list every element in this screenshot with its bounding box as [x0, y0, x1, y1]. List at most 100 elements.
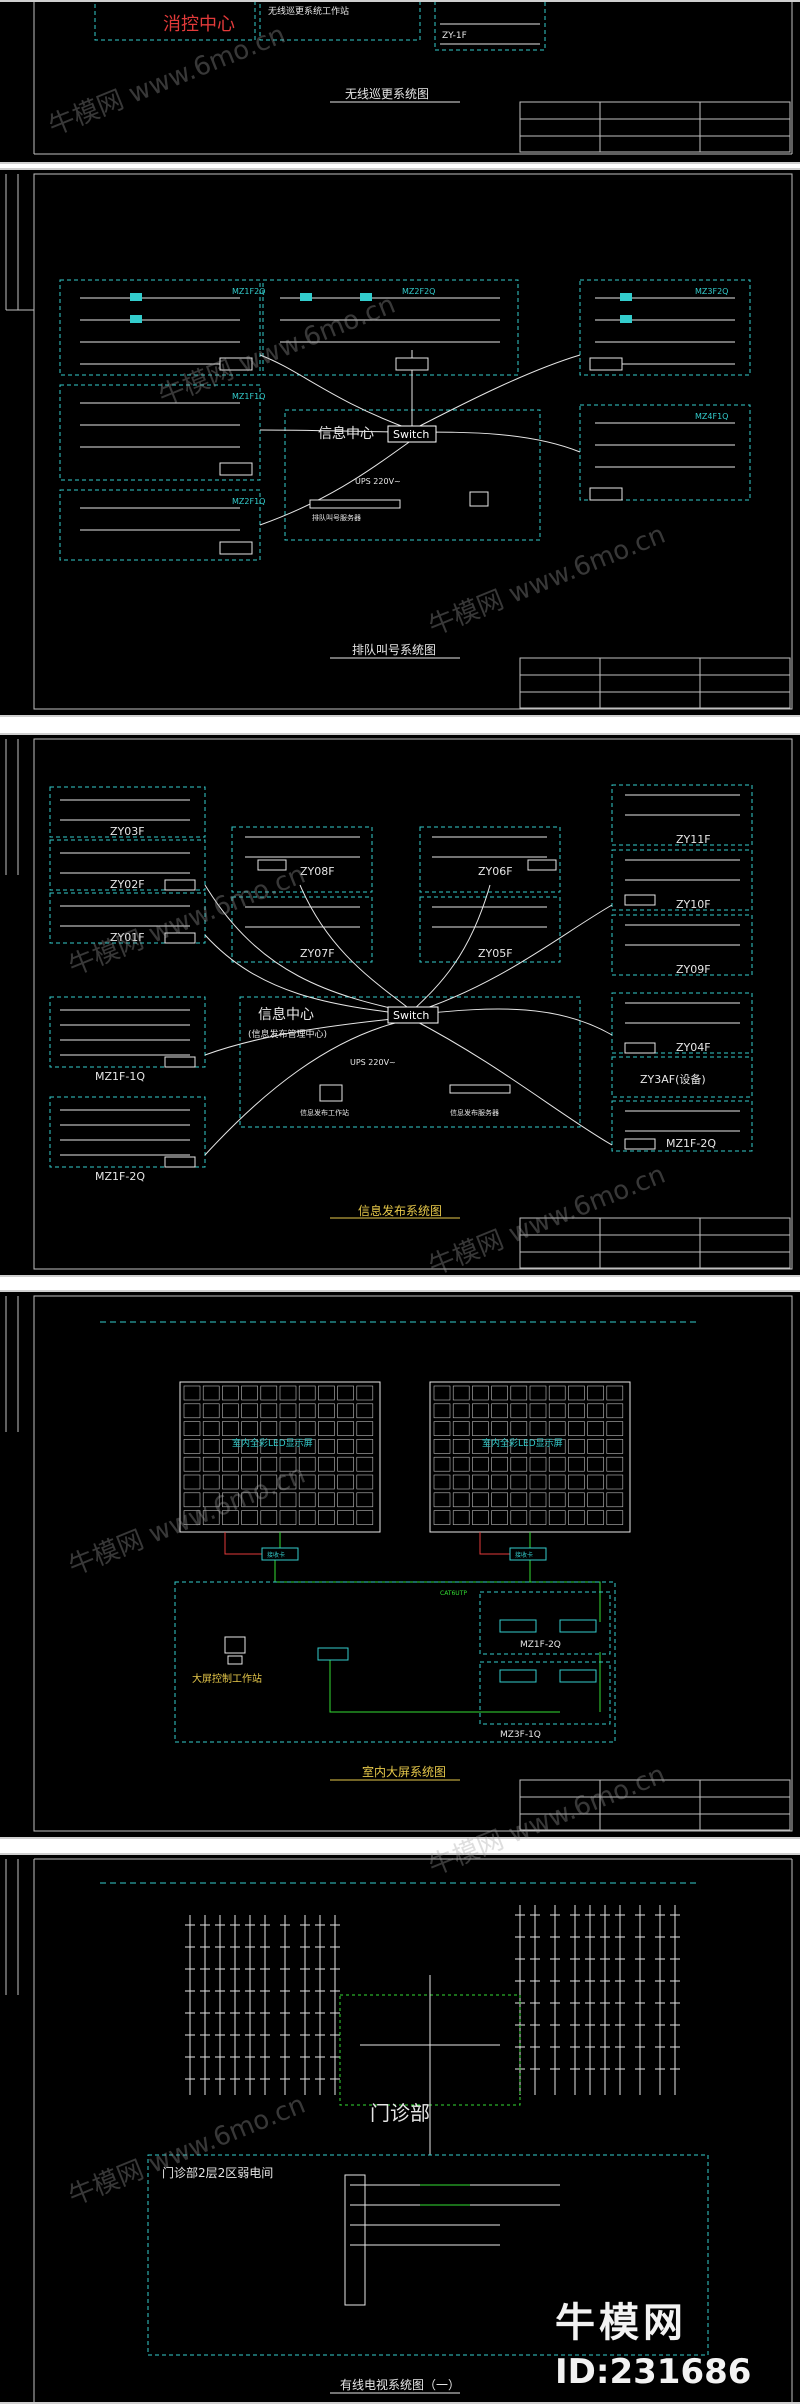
led-cell — [260, 1474, 278, 1490]
led-cell — [356, 1474, 374, 1490]
led-cell — [606, 1403, 624, 1419]
info-ups-label: UPS 220V~ — [350, 1058, 396, 1067]
led-cell — [548, 1492, 566, 1508]
led-cell — [548, 1403, 566, 1419]
led-cell — [568, 1439, 585, 1454]
led-screen-right-label: 室内全彩LED显示屏 — [482, 1437, 563, 1449]
tv-dept-label: 门诊部 — [370, 2101, 430, 2125]
led-cell — [183, 1456, 201, 1472]
led-cell — [529, 1439, 547, 1454]
led-cell — [472, 1474, 489, 1490]
led-cell — [318, 1385, 335, 1401]
led-cell — [568, 1474, 585, 1490]
tv-zone-label: 门诊部2层2区弱电间 — [162, 2165, 273, 2180]
sheet-patrol-system: 消控中心 无线巡更系统工作站 ZY-1F 无线巡更系统图 — [0, 0, 800, 164]
led-cell — [452, 1439, 470, 1454]
queue-floor-label: MZ3F2Q — [695, 287, 728, 296]
led-cell — [260, 1510, 278, 1525]
led-cell — [548, 1474, 566, 1490]
led-cell — [568, 1456, 585, 1472]
led-cell — [529, 1385, 547, 1401]
led-cell — [183, 1439, 201, 1454]
led-cell — [241, 1403, 258, 1419]
info-floor-label: ZY03F — [110, 825, 145, 838]
led-cell — [452, 1385, 470, 1401]
led-cell — [279, 1474, 297, 1490]
brand-name: 牛模网 — [555, 2300, 687, 2346]
patrol-side-label: ZY-1F — [442, 31, 467, 41]
led-cell — [510, 1456, 528, 1472]
patrol-workstation-label: 无线巡更系统工作站 — [268, 5, 349, 17]
led-cell — [298, 1403, 316, 1419]
brand-logo: 牛模网 ID:231686 — [555, 2290, 751, 2392]
info-floor-label: ZY11F — [676, 833, 711, 846]
led-cell — [260, 1421, 278, 1436]
led-cell — [298, 1456, 316, 1472]
led-cell — [279, 1439, 297, 1454]
info-release-diagram: ZY03F ZY02F ZY01F MZ1F-1Q MZ1F-2Q ZY08F … — [5, 738, 793, 1270]
led-cell — [472, 1439, 489, 1454]
led-cell — [241, 1421, 258, 1436]
sheet-queue-system: MZ1F2Q MZ2F2Q MZ3F2Q MZ1F1Q MZ4F1Q MZ2F1… — [0, 168, 800, 717]
led-cell — [529, 1456, 547, 1472]
led-cell — [606, 1385, 624, 1401]
led-cell — [222, 1510, 239, 1525]
led-cell — [298, 1421, 316, 1436]
led-cell — [241, 1439, 258, 1454]
led-cell — [318, 1421, 335, 1436]
led-cell — [202, 1439, 220, 1454]
info-floor-label: ZY02F — [110, 878, 145, 891]
led-cell — [241, 1456, 258, 1472]
led-cell — [472, 1403, 489, 1419]
queue-floor-label: MZ4F1Q — [695, 412, 728, 421]
led-cell — [587, 1403, 604, 1419]
led-cell — [510, 1510, 528, 1525]
led-cell — [606, 1439, 624, 1454]
led-cell — [356, 1492, 374, 1508]
led-cell — [202, 1492, 220, 1508]
led-cell — [337, 1510, 354, 1525]
led-box2-label: MZ3F-1Q — [500, 1730, 541, 1740]
led-cell — [241, 1385, 258, 1401]
led-cell — [606, 1492, 624, 1508]
patrol-center-label: 消控中心 — [163, 14, 235, 35]
led-cell — [222, 1474, 239, 1490]
led-cell — [587, 1421, 604, 1436]
led-cell — [510, 1474, 528, 1490]
led-cell — [318, 1492, 335, 1508]
led-title: 室内大屏系统图 — [362, 1764, 446, 1779]
led-cell — [202, 1456, 220, 1472]
led-cell — [318, 1403, 335, 1419]
info-switch-label: Switch — [393, 1009, 429, 1022]
led-cell — [510, 1439, 528, 1454]
queue-floor-label: MZ2F1Q — [232, 497, 265, 506]
led-cell — [337, 1456, 354, 1472]
led-cell — [222, 1403, 239, 1419]
led-cell — [452, 1403, 470, 1419]
led-cell — [260, 1492, 278, 1508]
led-cell — [491, 1456, 508, 1472]
led-cell — [183, 1385, 201, 1401]
led-cell — [529, 1510, 547, 1525]
led-cell — [222, 1421, 239, 1436]
info-floor-label: ZY08F — [300, 865, 335, 878]
led-cell — [568, 1492, 585, 1508]
sheet-cable-tv-system: 门诊部 门诊部2层2区弱电间 有线电视系统图（一） — [0, 1853, 800, 2404]
led-cell — [433, 1421, 451, 1436]
led-cell — [529, 1421, 547, 1436]
tv-title: 有线电视系统图（一） — [340, 2377, 460, 2392]
led-cell — [529, 1403, 547, 1419]
led-cell — [472, 1456, 489, 1472]
led-cell — [202, 1421, 220, 1436]
led-cell — [183, 1421, 201, 1436]
info-floor-label: ZY10F — [676, 898, 711, 911]
led-cell — [510, 1421, 528, 1436]
queue-floor-label: MZ1F1Q — [232, 392, 265, 401]
led-cell — [202, 1403, 220, 1419]
led-cell — [472, 1385, 489, 1401]
led-cell — [337, 1421, 354, 1436]
led-cell — [337, 1492, 354, 1508]
led-cell — [510, 1385, 528, 1401]
info-center-label: 信息中心 — [258, 1006, 314, 1023]
led-cell — [260, 1456, 278, 1472]
